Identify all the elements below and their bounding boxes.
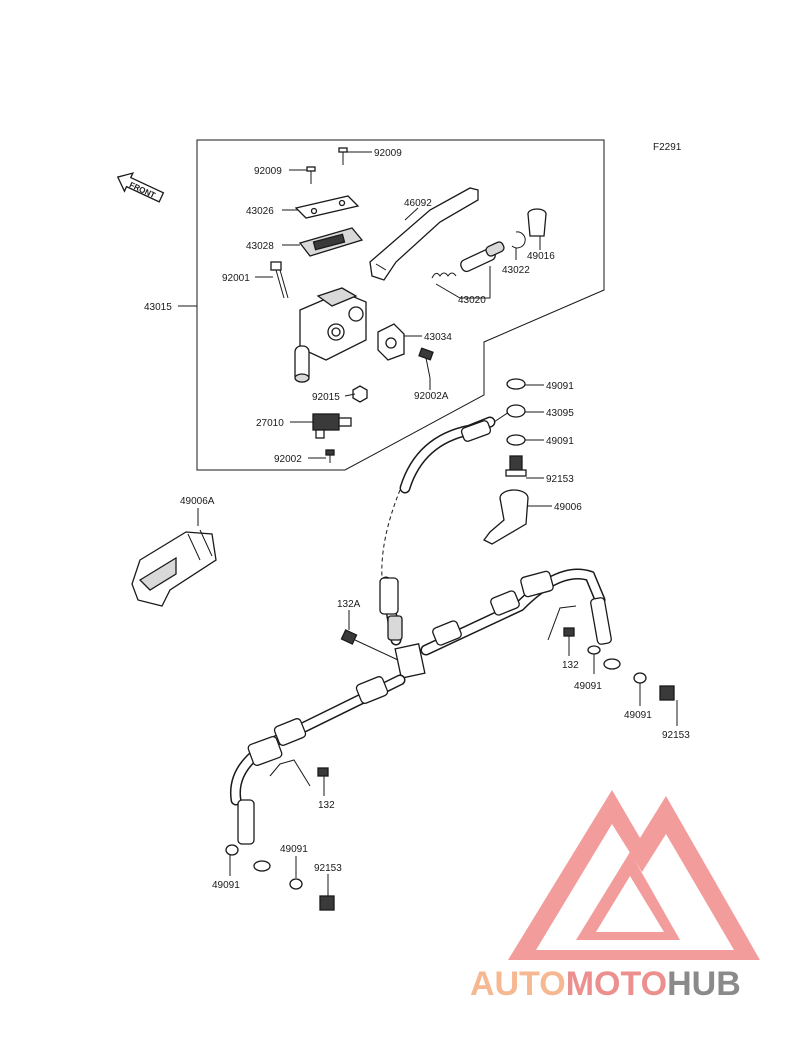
- watermark-text: AUTOMOTOHUB: [470, 965, 741, 1003]
- boot-49016: [527, 208, 547, 237]
- watermark-moto: MOTO: [566, 965, 667, 1003]
- label-92015: 92015: [312, 392, 340, 403]
- watermark-auto: AUTO: [470, 965, 566, 1003]
- label-43015: 43015: [144, 302, 172, 313]
- label-49091-f: 49091: [280, 844, 308, 855]
- nut-92015: [352, 385, 368, 403]
- cylinder-body: [294, 287, 367, 383]
- label-132A: 132A: [337, 599, 361, 610]
- label-43020: 43020: [458, 295, 486, 306]
- leader-lines-top: [178, 151, 541, 459]
- circlip: [511, 231, 526, 249]
- front-arrow-icon: FRONT: [116, 172, 165, 203]
- label-92153-b: 92153: [662, 730, 690, 741]
- label-27010: 27010: [256, 418, 284, 429]
- label-49091-a: 49091: [546, 381, 574, 392]
- label-43022: 43022: [502, 265, 530, 276]
- label-49006A: 49006A: [180, 496, 215, 507]
- reservoir-cover: [294, 195, 360, 219]
- bolt-92001: [270, 261, 289, 299]
- part-labels: 92009 92009 43026 46092 43028 49016 4302…: [144, 148, 690, 891]
- diagram-code: F2291: [653, 142, 682, 153]
- label-132-right: 132: [562, 660, 579, 671]
- assembly-boundary: [196, 139, 605, 471]
- label-92153-c: 92153: [314, 863, 342, 874]
- label-49091-e: 49091: [212, 880, 240, 891]
- label-92009-top: 92009: [374, 148, 402, 159]
- label-49091-d: 49091: [624, 710, 652, 721]
- screw-92002: [325, 449, 335, 463]
- label-92153-a: 92153: [546, 474, 574, 485]
- bolt-92002A: [418, 347, 434, 379]
- label-49091-c: 49091: [574, 681, 602, 692]
- leader-lines-bottom: [229, 610, 678, 896]
- lower-brake-hose-system: [225, 568, 675, 911]
- label-132-left: 132: [318, 800, 335, 811]
- label-49016: 49016: [527, 251, 555, 262]
- piston-assembly: [431, 241, 505, 279]
- cover-49006A: [131, 508, 217, 607]
- watermark-logo-icon: [508, 790, 760, 960]
- label-43026: 43026: [246, 206, 274, 217]
- label-92009-left: 92009: [254, 166, 282, 177]
- label-92001: 92001: [222, 273, 250, 284]
- screw-92009-top: [338, 147, 348, 165]
- upper-brake-hose: [381, 409, 513, 579]
- brake-switch: [312, 413, 352, 439]
- cap-49006: [483, 489, 529, 545]
- master-cylinder-group: [270, 147, 547, 463]
- label-92002A: 92002A: [414, 391, 449, 402]
- label-92002: 92002: [274, 454, 302, 465]
- watermark-hub: HUB: [667, 965, 741, 1003]
- bolt-132A: [340, 629, 399, 661]
- label-49006: 49006: [554, 502, 582, 513]
- label-49091-b: 49091: [546, 436, 574, 447]
- label-43028: 43028: [246, 241, 274, 252]
- label-46092: 46092: [404, 198, 432, 209]
- label-43034: 43034: [424, 332, 452, 343]
- brake-lever: [369, 187, 479, 281]
- banjo-fitting-43095: [505, 378, 527, 477]
- clamp-43034: [377, 323, 405, 361]
- leader-lines-fittings: [525, 384, 552, 507]
- label-43095: 43095: [546, 408, 574, 419]
- screw-92009-left: [306, 166, 316, 184]
